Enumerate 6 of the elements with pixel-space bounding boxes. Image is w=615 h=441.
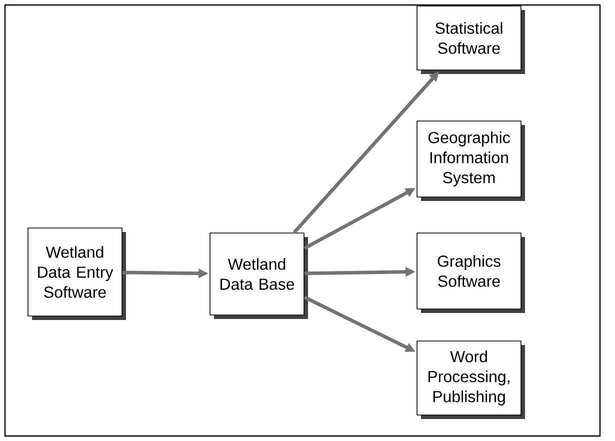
process-box: Statistical Software (416, 6, 525, 74)
process-box: Graphics Software (416, 232, 525, 313)
process-box: Wetland Data Base (210, 232, 308, 319)
process-box: Wetland Data Entry Software (28, 228, 126, 320)
process-box: Geographic Information System (416, 120, 525, 201)
process-box: Word Processing, Publishing (416, 340, 525, 419)
